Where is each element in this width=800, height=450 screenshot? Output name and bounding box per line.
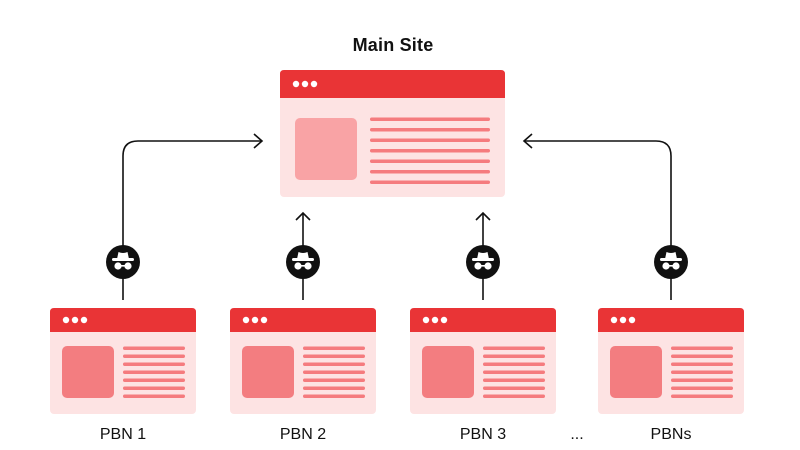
window-text-line [671,354,733,358]
window-text-line [671,386,733,390]
window-text-line [483,354,545,358]
window-text-line [123,354,185,358]
arrowhead-up [475,211,491,221]
arrowhead-right [522,133,533,149]
pbn-window-2 [230,308,376,414]
window-dot [440,316,448,324]
window-titlebar [410,308,556,332]
pbn-window-4 [598,308,744,414]
window-dot [251,316,259,324]
window-text-line [671,370,733,374]
window-dot [301,80,309,88]
pbn-label-3: PBN 3 [459,426,507,443]
pbn-label-more: PBNs [650,426,692,443]
window-text-line [483,378,545,382]
ellipsis-label: ... [570,426,584,443]
window-thumbnail [422,346,474,398]
window-thumbnail [242,346,294,398]
window-thumbnail [295,118,357,180]
arrowhead-up [295,211,311,221]
window-dot [431,316,439,324]
window-text-line [671,394,733,398]
window-titlebar [50,308,196,332]
window-dot [619,316,627,324]
window-text-line [370,159,490,163]
arrow-pbns-to-main [524,140,672,300]
window-text-line [671,362,733,366]
window-text-line [123,362,185,366]
pbn-window-3 [410,308,556,414]
window-text-line [370,170,490,174]
window-text-line [123,346,185,350]
window-text-line [483,370,545,374]
window-text-line [123,370,185,374]
window-text-line [370,180,490,184]
window-text-line [303,354,365,358]
icons-layer [106,245,688,279]
arrow-pbn1-to-main [122,140,262,300]
window-dot [610,316,618,324]
window-text-line [483,362,545,366]
window-text-line [123,394,185,398]
pbn-label-1: PBN 1 [99,426,147,443]
window-text-line [303,370,365,374]
pbn-window-1 [50,308,196,414]
window-text-line [483,346,545,350]
window-text-line [370,138,490,142]
windows-layer [50,70,744,414]
window-text-line [303,362,365,366]
window-dot [71,316,79,324]
window-thumbnail [610,346,662,398]
window-text-line [303,394,365,398]
window-dot [260,316,268,324]
window-text-line [483,394,545,398]
window-dot [310,80,318,88]
window-text-line [671,346,733,350]
window-dot [242,316,250,324]
main-site-title: Main Site [352,35,434,55]
window-text-line [370,117,490,121]
window-dot [292,80,300,88]
window-text-line [370,149,490,153]
spy-icon-1 [106,245,140,279]
window-titlebar [598,308,744,332]
window-text-line [303,378,365,382]
window-dot [628,316,636,324]
pbn-label-2: PBN 2 [279,426,327,443]
window-titlebar [230,308,376,332]
window-text-line [483,386,545,390]
window-text-line [671,378,733,382]
window-text-line [123,378,185,382]
main-site-window [280,70,505,197]
window-thumbnail [62,346,114,398]
window-text-line [303,386,365,390]
spy-icon-3 [466,245,500,279]
window-text-line [303,346,365,350]
spy-icon-2 [286,245,320,279]
window-titlebar [280,70,505,98]
window-dot [62,316,70,324]
window-dot [422,316,430,324]
window-text-line [370,128,490,132]
window-text-line [123,386,185,390]
spy-icon-4 [654,245,688,279]
window-dot [80,316,88,324]
arrowhead-left [253,133,264,149]
